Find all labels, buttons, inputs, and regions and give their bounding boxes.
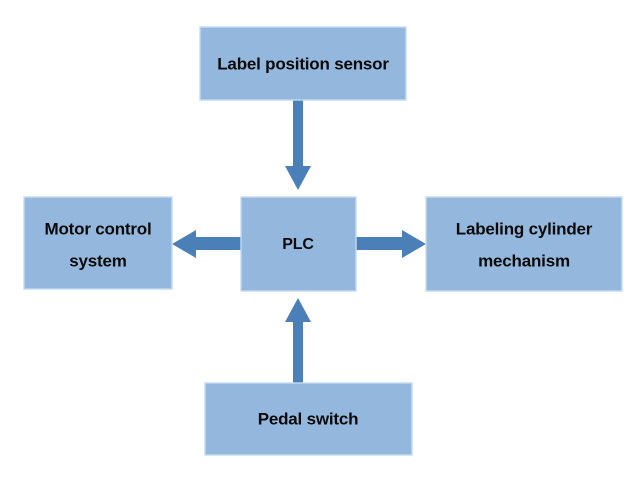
node-label-position-sensor[interactable]: Label position sensor xyxy=(199,26,407,101)
node-box-pedal-switch[interactable] xyxy=(204,382,413,456)
node-plc[interactable]: PLC xyxy=(240,196,357,292)
node-box-labeling-cylinder-mechanism[interactable] xyxy=(425,196,623,292)
node-motor-control-system[interactable]: Motor control system xyxy=(23,196,173,290)
arrow-right-icon xyxy=(356,230,426,258)
node-pedal-switch[interactable]: Pedal switch xyxy=(204,382,413,456)
node-label-text-pedal-switch: Pedal switch xyxy=(258,409,359,428)
node-label-text-labeling-cylinder-mechanism-line1: Labeling cylinder xyxy=(456,219,593,238)
connector-pedal-to-plc xyxy=(285,298,311,383)
node-labeling-cylinder-mechanism[interactable]: Labeling cylinder mechanism xyxy=(425,196,623,292)
node-label-text-label-position-sensor: Label position sensor xyxy=(217,54,389,73)
node-label-text-labeling-cylinder-mechanism-line2: mechanism xyxy=(478,251,570,270)
node-box-label-position-sensor[interactable] xyxy=(199,26,407,101)
node-box-motor-control-system[interactable] xyxy=(23,196,173,290)
node-label-text-motor-control-system-line2: system xyxy=(69,251,126,270)
arrow-left-icon xyxy=(172,230,241,258)
node-box-plc[interactable] xyxy=(240,196,357,292)
connector-sensor-to-plc xyxy=(285,100,311,190)
connector-plc-to-cylinder xyxy=(356,230,426,258)
arrow-up-icon xyxy=(285,298,311,383)
connector-plc-to-motor xyxy=(172,230,241,258)
arrow-down-icon xyxy=(285,100,311,190)
node-label-text-plc: PLC xyxy=(282,236,314,253)
node-label-text-motor-control-system-line1: Motor control xyxy=(45,219,152,238)
